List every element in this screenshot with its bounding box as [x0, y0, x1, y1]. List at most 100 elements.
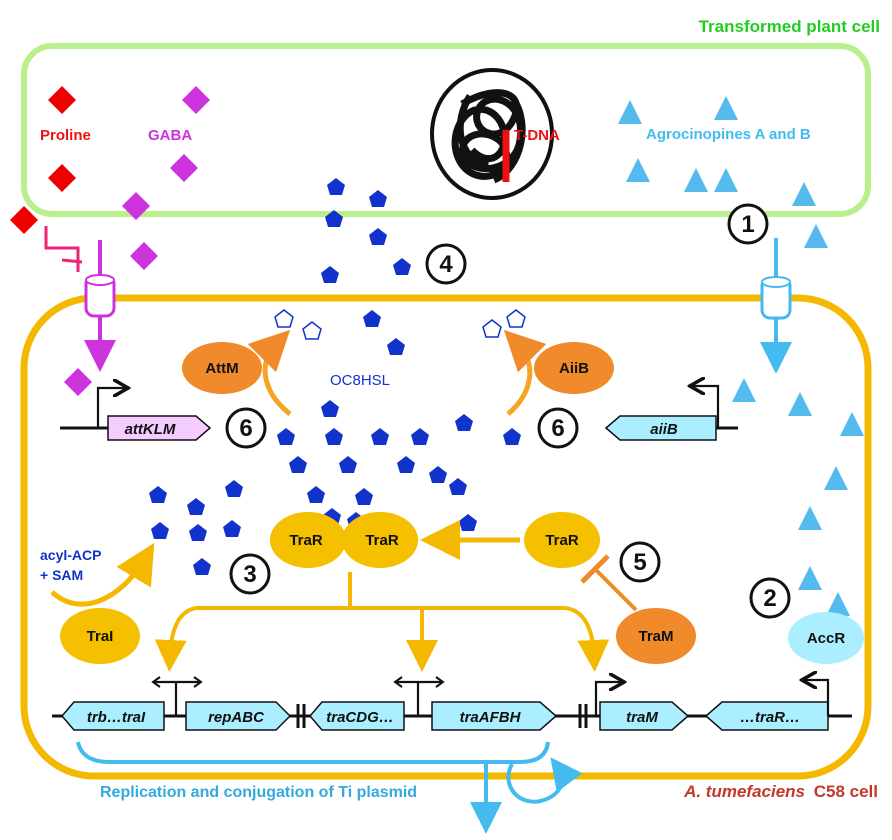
plasmid-break-1 — [296, 704, 306, 728]
aiib-protein — [534, 342, 614, 394]
trb-trai-label: trb…traI — [87, 709, 146, 726]
trar-dimer-label-1: TraR — [289, 532, 323, 549]
svg-text:6: 6 — [551, 415, 564, 442]
agrocinopine-triangle — [798, 506, 822, 530]
traafbh-label: traAFBH — [460, 709, 522, 726]
tram-protein — [616, 608, 696, 664]
bidirectional-promoter-1 — [154, 680, 200, 716]
plant-cell-label: Transformed plant cell — [699, 17, 880, 36]
oc8hsl-pentagon — [187, 498, 205, 515]
oc8hsl-pentagon — [327, 178, 345, 195]
attm-activity-arrow — [247, 329, 292, 416]
tram-gene — [599, 701, 690, 731]
tdna-label: T-DNA — [514, 127, 560, 144]
oc8hsl-pentagon — [321, 400, 339, 417]
oc8hsl-pentagon — [149, 486, 167, 503]
oc8hsl-pentagon — [429, 466, 447, 483]
oc8hsl-pentagon — [369, 228, 387, 245]
proline-inhibition-bar — [61, 258, 83, 264]
repabc-gene — [185, 701, 292, 731]
gaba-diamond — [122, 192, 150, 220]
svg-text:2: 2 — [763, 585, 776, 612]
degraded-signal-molecules — [274, 309, 526, 340]
plant-nucleus — [430, 68, 554, 200]
proline-diamond — [48, 86, 76, 114]
oc8hsl-pentagon — [307, 486, 325, 503]
step-3-marker: 3 — [229, 553, 271, 595]
tram-gene-label: traM — [626, 709, 658, 726]
aiib-activity-arrow — [503, 329, 547, 416]
oc8hsl-pentagon — [459, 514, 477, 531]
step-4-marker: 4 — [425, 243, 467, 285]
trb-trai-gene — [61, 701, 165, 731]
agrocinopine-transporter — [760, 276, 792, 320]
oc8hsl-pentagon — [325, 428, 343, 445]
replication-cycle-arrow — [506, 757, 583, 804]
attklm-label: attKLM — [125, 421, 176, 438]
oc8hsl-pentagon — [321, 266, 339, 283]
agrocinopine-molecules — [618, 96, 864, 616]
svg-text:1: 1 — [741, 211, 754, 238]
aiib-gene-label: aiiB — [650, 421, 678, 438]
tram-promoter-arrow — [594, 682, 622, 716]
svg-text:3: 3 — [243, 561, 256, 588]
degraded-pentagon — [302, 321, 322, 340]
oc8hsl-pentagon — [503, 428, 521, 445]
proline-molecules — [10, 86, 76, 234]
trai-synthesis-arrow — [50, 542, 155, 607]
proline-diamond — [10, 206, 38, 234]
oc8hsl-pentagon — [371, 428, 389, 445]
agrocinopine-triangle — [684, 168, 708, 192]
step-5-marker: 5 — [619, 541, 661, 583]
gaba-diamond — [64, 368, 92, 396]
gaba-diamond — [130, 242, 158, 270]
trar-gene-label: …traR… — [740, 709, 800, 726]
svg-text:5: 5 — [633, 549, 646, 576]
agrocinopine-triangle — [792, 182, 816, 206]
oc8hsl-pentagon — [355, 488, 373, 505]
attklm-gene — [107, 415, 212, 441]
traafbh-gene — [431, 701, 558, 731]
oc8hsl-pentagon — [393, 258, 411, 275]
proline-diamond — [48, 164, 76, 192]
agrocinopine-triangle — [826, 592, 850, 616]
degraded-pentagon — [482, 319, 502, 338]
agrocinopine-triangle — [840, 412, 864, 436]
trar-protein-right — [342, 512, 418, 568]
accr-protein — [788, 612, 864, 664]
trar-free-label: TraR — [545, 532, 579, 549]
oc8hsl-pentagon — [151, 522, 169, 539]
replication-label: Replication and conjugation of Ti plasmi… — [100, 784, 417, 801]
attm-label: AttM — [205, 360, 238, 377]
plasmid-break-2 — [578, 704, 588, 728]
oc8hsl-pentagon — [369, 190, 387, 207]
oc8hsl-pentagon — [289, 456, 307, 473]
gaba-label: GABA — [148, 127, 192, 144]
agrocinopine-triangle — [824, 466, 848, 490]
trai-label: TraI — [87, 628, 114, 645]
sam-label: + SAM — [40, 567, 83, 583]
oc8hsl-pentagon — [363, 310, 381, 327]
gaba-diamond — [170, 154, 198, 182]
bidirectional-promoter-2 — [396, 680, 442, 716]
agrocinopine-triangle — [798, 566, 822, 590]
repabc-label: repABC — [208, 709, 265, 726]
trar-protein-left — [270, 512, 346, 568]
svg-text:4: 4 — [439, 251, 453, 278]
attm-protein — [182, 342, 262, 394]
aiib-promoter-arrow — [692, 386, 720, 428]
oc8hsl-pentagon — [455, 414, 473, 431]
trar-free-protein — [524, 512, 600, 568]
agrocinopine-triangle — [618, 100, 642, 124]
agrocinopine-triangle — [732, 378, 756, 402]
oc8hsl-pentagon — [225, 480, 243, 497]
oc8hsl-pentagon — [397, 456, 415, 473]
oc8hsl-pentagon — [189, 524, 207, 541]
trai-protein — [60, 608, 140, 664]
gaba-transporter — [84, 274, 116, 318]
aiib-gene — [604, 415, 717, 441]
svg-text:6: 6 — [239, 415, 252, 442]
oc8hsl-pentagon — [277, 428, 295, 445]
tram-inhibition-line — [594, 568, 638, 612]
step-2-marker: 2 — [749, 577, 791, 619]
